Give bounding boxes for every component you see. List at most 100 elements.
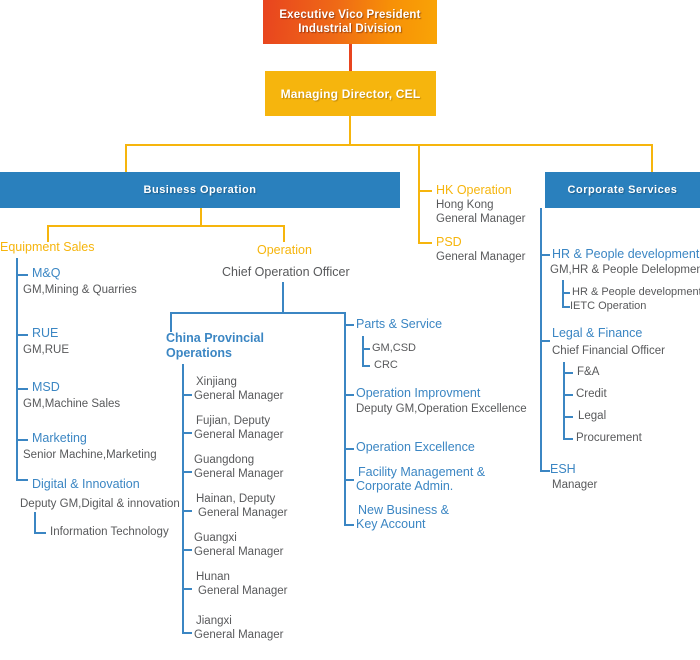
connector-province-tick bbox=[182, 432, 192, 434]
node-china-provincial-title-line2[interactable]: Operations bbox=[166, 346, 232, 360]
connector-provinces-spine bbox=[182, 364, 184, 634]
node-hk-operation-line1: Hong Kong bbox=[436, 199, 494, 211]
executive-line-2: Industrial Division bbox=[298, 23, 402, 35]
connector-operation-improvement-tick bbox=[344, 394, 354, 396]
connector-hr-tick bbox=[540, 254, 550, 256]
node-legal-finance-title[interactable]: Legal & Finance bbox=[552, 326, 643, 340]
connector-psd-tick bbox=[418, 242, 432, 244]
node-province-name[interactable]: Jiangxi bbox=[196, 615, 232, 627]
section-business-operation-label: Business Operation bbox=[143, 184, 257, 196]
node-province-role: General Manager bbox=[194, 629, 284, 641]
connector-facility-management-tick bbox=[344, 479, 354, 481]
connector-procurement-tick bbox=[563, 438, 573, 440]
node-province-role: General Manager bbox=[194, 429, 284, 441]
node-fa[interactable]: F&A bbox=[577, 366, 600, 378]
node-rue-title[interactable]: RUE bbox=[32, 326, 59, 340]
node-marketing-sub: Senior Machine,Marketing bbox=[23, 449, 157, 461]
box-executive-vice-president[interactable]: Executive Vico President Industrial Divi… bbox=[263, 0, 437, 44]
node-hk-operation-title[interactable]: HK Operation bbox=[436, 183, 512, 197]
connector-to-operation bbox=[283, 225, 285, 242]
node-hk-operation-line2: General Manager bbox=[436, 213, 526, 225]
node-esh-sub: Manager bbox=[552, 479, 598, 491]
box-executive-label: Executive Vico President Industrial Divi… bbox=[279, 8, 420, 36]
section-business-operation[interactable]: Business Operation bbox=[0, 172, 400, 208]
connector-digital-tick bbox=[16, 479, 28, 481]
node-china-provincial-title-line1[interactable]: China Provincial bbox=[166, 331, 264, 345]
node-information-technology[interactable]: Information Technology bbox=[50, 526, 169, 538]
connector-province-tick bbox=[182, 471, 192, 473]
connector-bus-to-corporate bbox=[651, 144, 653, 174]
group-equipment-sales-title[interactable]: Equipment Sales bbox=[0, 240, 95, 254]
node-legal[interactable]: Legal bbox=[578, 410, 607, 422]
connector-mq-tick bbox=[16, 274, 28, 276]
node-chief-operation-officer: Chief Operation Officer bbox=[222, 265, 350, 279]
connector-equipment-sales-spine bbox=[16, 258, 18, 480]
connector-gmcsd-tick bbox=[362, 348, 370, 350]
connector-corporate-spine bbox=[540, 208, 542, 471]
connector-province-tick bbox=[182, 632, 192, 634]
node-province-role: General Manager bbox=[198, 585, 288, 597]
connector-legal-tick bbox=[563, 416, 573, 418]
node-legal-finance-sub: Chief Financial Officer bbox=[552, 345, 665, 357]
connector-credit-tick bbox=[563, 394, 573, 396]
node-msd-title[interactable]: MSD bbox=[32, 380, 60, 394]
node-province-role: General Manager bbox=[194, 390, 284, 402]
node-new-business-line2[interactable]: Key Account bbox=[356, 517, 426, 531]
connector-new-business-tick bbox=[344, 524, 354, 526]
connector-rue-tick bbox=[16, 334, 28, 336]
connector-it-tick bbox=[34, 532, 46, 534]
connector-md-down bbox=[349, 116, 351, 146]
group-operation-title[interactable]: Operation bbox=[257, 243, 312, 257]
node-province-role: General Manager bbox=[194, 546, 284, 558]
node-province-name[interactable]: Guangdong bbox=[194, 454, 255, 466]
connector-to-china-provincial bbox=[170, 312, 172, 332]
connector-msd-tick bbox=[16, 388, 28, 390]
connector-operation-split bbox=[170, 312, 346, 314]
connector-finance-children-spine bbox=[563, 362, 565, 439]
box-managing-director[interactable]: Managing Director, CEL bbox=[265, 71, 436, 116]
node-hr-people-development-title[interactable]: HR & People development bbox=[552, 247, 700, 261]
connector-province-tick bbox=[182, 549, 192, 551]
node-operation-improvement-title[interactable]: Operation Improvment bbox=[356, 386, 481, 400]
node-esh-title[interactable]: ESH bbox=[550, 462, 576, 476]
node-credit[interactable]: Credit bbox=[576, 388, 607, 400]
connector-esh-tick bbox=[540, 470, 550, 472]
node-digital-innovation-sub: Deputy GM,Digital & innovation bbox=[20, 498, 180, 510]
connector-bus-to-hk-psd bbox=[418, 144, 420, 244]
section-corporate-services[interactable]: Corporate Services bbox=[545, 172, 700, 208]
connector-fa-tick bbox=[563, 372, 573, 374]
node-province-name[interactable]: Hainan, Deputy bbox=[196, 493, 276, 505]
node-facility-management-line1[interactable]: Facility Management & bbox=[358, 465, 486, 479]
node-province-role: General Manager bbox=[198, 507, 288, 519]
executive-line-1: Executive Vico President bbox=[279, 9, 421, 21]
node-ietc-operation[interactable]: IETC Operation bbox=[570, 300, 647, 312]
node-mq-title[interactable]: M&Q bbox=[32, 266, 61, 280]
connector-operation-functions-spine bbox=[344, 312, 346, 526]
node-digital-innovation-title[interactable]: Digital & Innovation bbox=[32, 477, 140, 491]
connector-province-tick bbox=[182, 394, 192, 396]
connector-operation-excellence-tick bbox=[344, 448, 354, 450]
node-province-name[interactable]: Xinjiang bbox=[196, 376, 237, 388]
node-parts-service-title[interactable]: Parts & Service bbox=[356, 317, 443, 331]
node-province-name[interactable]: Guangxi bbox=[194, 532, 237, 544]
managing-director-label: Managing Director, CEL bbox=[280, 86, 421, 101]
node-crc[interactable]: CRC bbox=[374, 359, 398, 371]
node-operation-excellence-title[interactable]: Operation Excellence bbox=[356, 440, 475, 454]
connector-ietc-tick bbox=[562, 306, 570, 308]
node-new-business-line1[interactable]: New Business & bbox=[358, 503, 450, 517]
connector-province-tick bbox=[182, 510, 192, 512]
node-psd-title[interactable]: PSD bbox=[436, 235, 462, 249]
node-province-role: General Manager bbox=[194, 468, 284, 480]
node-province-name[interactable]: Fujian, Deputy bbox=[196, 415, 271, 427]
node-rue-sub: GM,RUE bbox=[23, 344, 69, 356]
node-province-name[interactable]: Hunan bbox=[196, 571, 230, 583]
connector-hr-child-tick bbox=[562, 292, 570, 294]
node-facility-management-line2[interactable]: Corporate Admin. bbox=[356, 479, 454, 493]
connector-business-down bbox=[200, 208, 202, 227]
connector-operation-down bbox=[282, 282, 284, 314]
node-gm-csd[interactable]: GM,CSD bbox=[372, 342, 416, 354]
node-marketing-title[interactable]: Marketing bbox=[32, 431, 87, 445]
connector-province-tick bbox=[182, 588, 192, 590]
node-hr-child-hr-people-development[interactable]: HR & People development bbox=[572, 286, 700, 298]
node-procurement[interactable]: Procurement bbox=[576, 432, 642, 444]
